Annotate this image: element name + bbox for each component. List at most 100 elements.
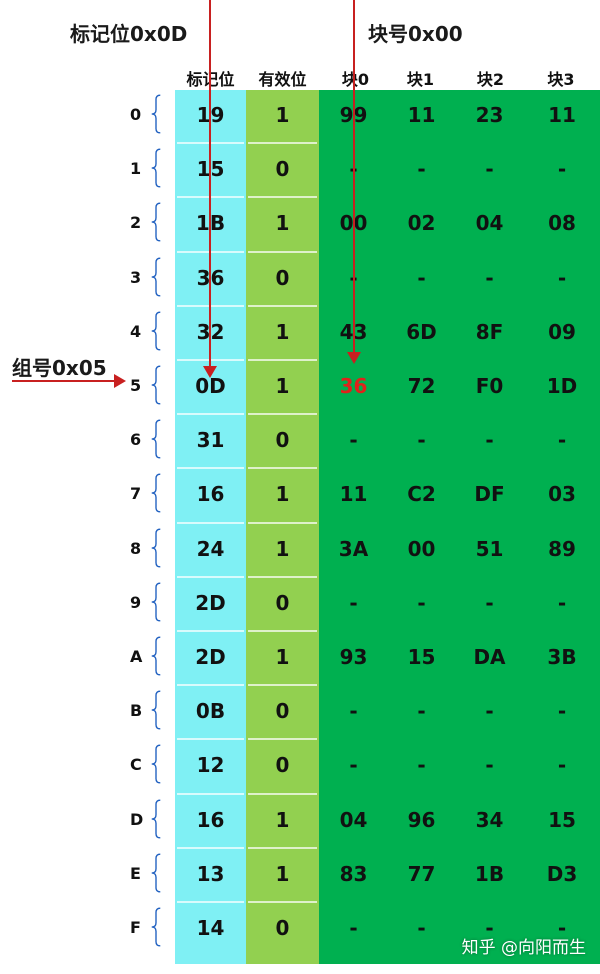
set-index-label: 0 — [130, 105, 142, 124]
brace-icon — [151, 202, 161, 242]
column-header-5: 块3 — [547, 70, 575, 89]
valid-cell: 1 — [275, 482, 290, 506]
block-cell-0: - — [349, 428, 358, 452]
row-separator — [248, 467, 317, 469]
valid-cell: 1 — [275, 103, 290, 127]
block-cell-0: 93 — [339, 645, 368, 669]
row-separator — [248, 738, 317, 740]
block-cell-2: F0 — [475, 374, 504, 398]
block-cell-3: 89 — [548, 537, 576, 561]
block-cell-1: - — [417, 916, 426, 940]
row-separator — [248, 142, 317, 144]
valid-cell: 1 — [275, 537, 290, 561]
block-cell-0: - — [349, 916, 358, 940]
set-index-label: 3 — [130, 268, 142, 287]
brace-icon — [151, 257, 161, 297]
row-separator — [248, 901, 317, 903]
block-cell-1: 02 — [407, 211, 436, 235]
valid-cell: 0 — [275, 699, 290, 723]
block-cell-1: C2 — [407, 482, 436, 506]
block-cell-1: - — [417, 266, 426, 290]
tag-cell: 16 — [196, 808, 225, 832]
row-separator — [248, 684, 317, 686]
valid-cell: 1 — [275, 645, 290, 669]
tag-cell: 16 — [196, 482, 225, 506]
block-cell-3: 1D — [546, 374, 578, 398]
column-header-3: 块1 — [406, 70, 435, 89]
set-index-label: 7 — [130, 484, 142, 503]
set-index-label: 1 — [130, 159, 142, 178]
watermark: 知乎 @向阳而生 — [461, 938, 586, 958]
block-cell-2: - — [485, 916, 494, 940]
block-cell-0: - — [349, 591, 358, 615]
block-cell-2: 23 — [475, 103, 504, 127]
tag-cell: 2D — [195, 645, 226, 669]
block-cell-2: - — [485, 591, 494, 615]
block-cell-0: 3A — [338, 537, 369, 561]
valid-cell: 0 — [275, 266, 290, 290]
row-separator — [248, 793, 317, 795]
tag-cell: 14 — [196, 916, 225, 940]
set-title: 组号0x05 — [12, 356, 107, 380]
set-index-label: C — [130, 755, 142, 774]
block-cell-3: 11 — [548, 103, 576, 127]
column-strip-1 — [246, 90, 319, 964]
block-cell-3: - — [557, 157, 567, 181]
set-index-label: 2 — [130, 213, 142, 232]
set-index-label: B — [130, 701, 143, 720]
valid-cell: 0 — [275, 157, 290, 181]
row-separator — [177, 901, 244, 903]
block-cell-3: 03 — [548, 482, 576, 506]
column-header-2: 块0 — [341, 70, 370, 89]
column-header-4: 块2 — [476, 70, 505, 89]
brace-icon — [151, 473, 161, 513]
block-cell-1: - — [417, 753, 426, 777]
block-cell-3: D3 — [546, 862, 578, 886]
block-cell-3: - — [557, 753, 567, 777]
set-index-label: 8 — [130, 539, 142, 558]
block-cell-1: - — [417, 157, 426, 181]
valid-cell: 0 — [275, 916, 290, 940]
block-cell-3: 15 — [548, 808, 576, 832]
block-cell-0: 36 — [339, 374, 368, 398]
block-cell-2: 04 — [475, 211, 504, 235]
brace-icon — [151, 365, 161, 405]
block-cell-2: DF — [474, 482, 505, 506]
block-cell-3: - — [557, 428, 567, 452]
row-separator — [177, 847, 244, 849]
row-separator — [177, 738, 244, 740]
set-index-label: 6 — [130, 430, 142, 449]
block-title: 块号0x00 — [368, 22, 463, 46]
row-separator — [177, 793, 244, 795]
row-separator — [248, 522, 317, 524]
block-cell-1: 6D — [406, 320, 437, 344]
tag-cell: 0B — [195, 699, 226, 723]
row-separator — [248, 196, 317, 198]
tag-cell: 24 — [196, 537, 225, 561]
block-cell-0: 04 — [339, 808, 368, 832]
brace-icon — [151, 907, 161, 947]
set-index-label: E — [130, 864, 141, 883]
block-cell-2: - — [485, 699, 494, 723]
block-cell-1: 72 — [407, 374, 436, 398]
tag-cell: 31 — [196, 428, 225, 452]
block-cell-2: 8F — [475, 320, 504, 344]
block-cell-2: - — [485, 753, 494, 777]
row-separator — [177, 576, 244, 578]
set-index-label: 9 — [130, 593, 142, 612]
block-cell-2: 34 — [475, 808, 504, 832]
valid-cell: 0 — [275, 591, 290, 615]
row-separator — [248, 413, 317, 415]
brace-icon — [151, 311, 161, 351]
block-cell-1: 00 — [407, 537, 436, 561]
block-cell-2: DA — [473, 645, 506, 669]
block-cell-1: - — [417, 591, 426, 615]
block-cell-1: - — [417, 428, 426, 452]
valid-cell: 1 — [275, 808, 290, 832]
brace-icon — [151, 636, 161, 676]
set-index-label: D — [130, 810, 144, 829]
brace-icon — [151, 744, 161, 784]
row-separator — [248, 251, 317, 253]
block-cell-2: 1B — [474, 862, 505, 886]
brace-icon — [151, 148, 161, 188]
